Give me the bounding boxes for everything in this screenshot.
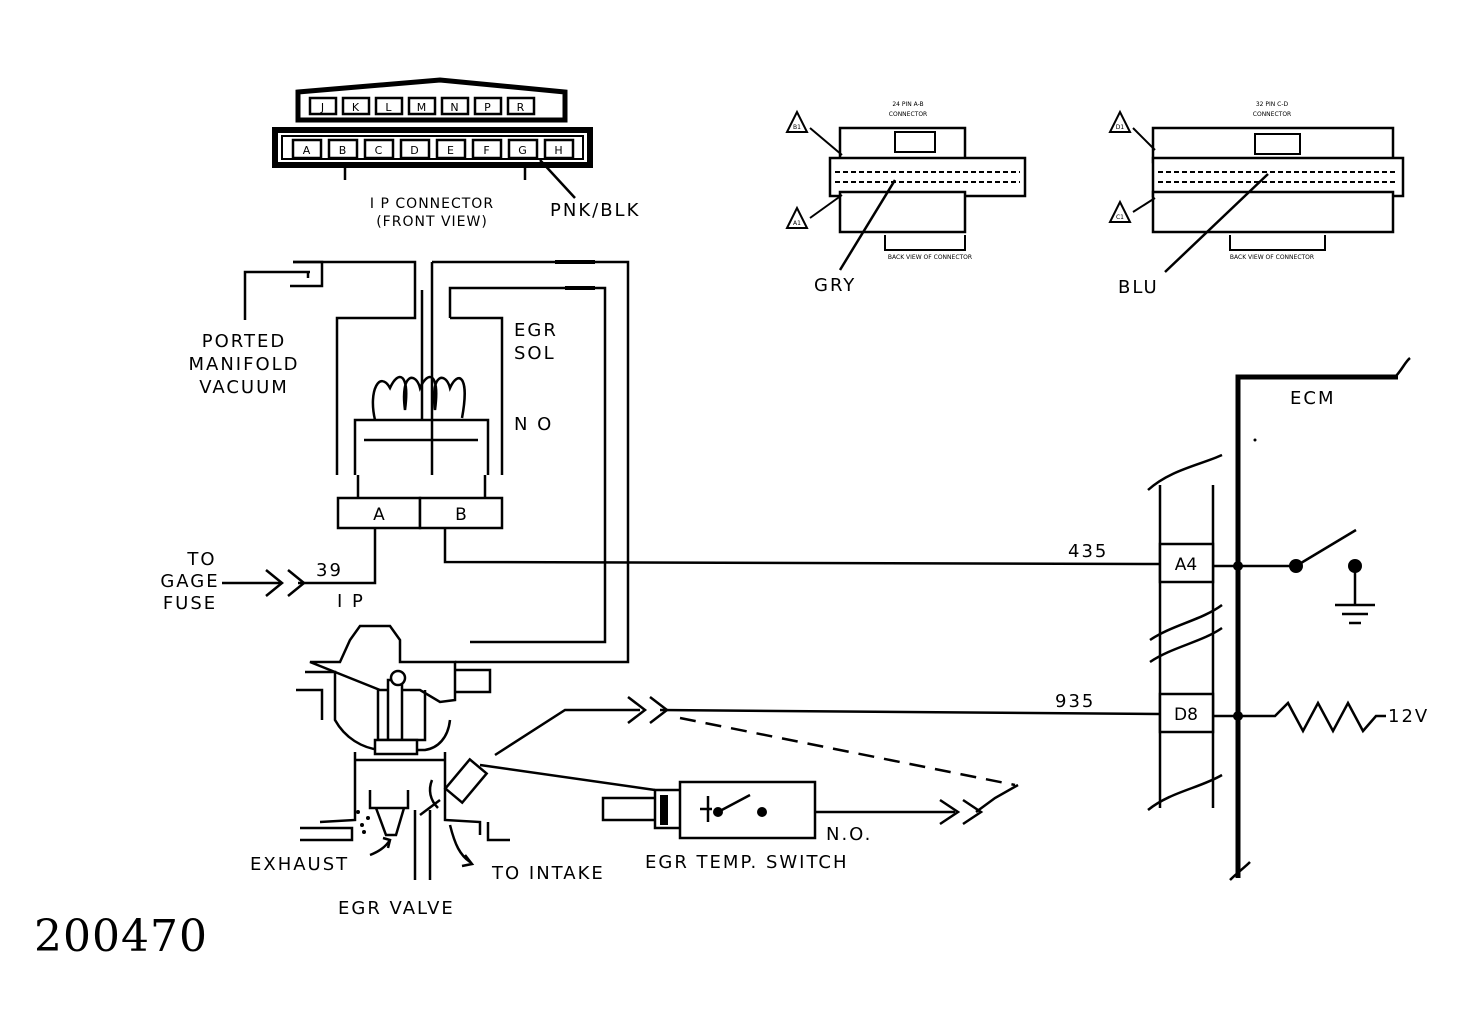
ecm-pin-a4: A4 [1175, 555, 1197, 575]
ab-corner-label: B1 [793, 124, 801, 131]
ip-pin-label: K [352, 101, 360, 114]
ecm: ECM A4 D8 12V [1147, 357, 1429, 881]
vacuum-source-label: PORTED [202, 331, 286, 352]
warning-triangle-icon [785, 109, 809, 133]
power-feed-label: TO [186, 549, 216, 570]
cd-corner-label: C1 [1116, 214, 1124, 221]
pnk-blk-leader [539, 159, 576, 199]
circuit-435-label: 435 [1068, 541, 1108, 562]
ip-connector-top-row: J K L M N P R [308, 96, 536, 116]
blu-leader [1164, 173, 1269, 273]
ip-connector-bottom-row: A B C D E F G H [291, 138, 575, 160]
ip-pin-label: B [339, 144, 348, 157]
cd-connector-header-sub: CONNECTOR [1253, 111, 1291, 118]
vacuum-source-label-3: VACUUM [199, 377, 289, 398]
ip-wire-color-label: PNK/BLK [550, 200, 640, 221]
circuit-935-label: 935 [1055, 691, 1095, 712]
power-feed-label-3: FUSE [163, 593, 217, 614]
solenoid-terminal-a: A [373, 505, 385, 525]
ecm-label: ECM [1290, 388, 1335, 409]
intake-label: TO INTAKE [491, 863, 605, 884]
ip-connector: J K L M N P R A B C D E F G H PNK/BL [272, 77, 640, 230]
power-feed-label-2: GAGE [160, 571, 219, 592]
figure-number: 200470 [34, 911, 208, 962]
vacuum-hoses [243, 260, 630, 664]
cd-corner-label: D1 [1116, 124, 1125, 131]
ip-pin-label: R [517, 101, 526, 114]
warning-triangle-icon [785, 205, 809, 229]
solenoid-label: EGR [514, 320, 558, 341]
ip-pin-label: P [484, 101, 492, 114]
power-feed: TO GAGE FUSE 39 I P [160, 528, 377, 614]
ip-pin-label: M [417, 101, 428, 114]
solenoid-terminal-b: B [455, 505, 467, 525]
ip-pin-label: G [518, 144, 528, 157]
ip-pin-label: H [554, 144, 563, 157]
ip-pin-label: C [375, 144, 384, 157]
vacuum-source-label-2: MANIFOLD [188, 354, 299, 375]
circuit-39-label: 39 [316, 560, 343, 581]
ip-connector-caption: I P CONNECTOR [370, 196, 494, 212]
solenoid-label-sub: SOL [514, 343, 556, 364]
gry-leader [838, 179, 897, 271]
ecm-supply-label: 12V [1388, 706, 1429, 727]
warning-triangle-icon [1108, 109, 1132, 133]
ip-pin-label: E [447, 144, 455, 157]
ip-pin-label: L [385, 101, 392, 114]
ecm-connector-cd: 32 PIN C-D CONNECTOR BACK VIEW OF CONNEC… [1108, 101, 1405, 298]
ecm-connector-ab: 24 PIN A-B CONNECTOR BACK VIEW OF CONNEC… [785, 101, 1027, 296]
warning-triangle-icon [1108, 199, 1132, 223]
ecm-pin-d8: D8 [1174, 705, 1198, 725]
egr-solenoid: A B EGR SOL N O [336, 290, 558, 530]
ip-pin-label: N [450, 101, 459, 114]
ip-connector-ref: I P [337, 591, 365, 612]
egr-temp-switch: N.O. EGR TEMP. SWITCH [601, 780, 1019, 873]
exhaust-label: EXHAUST [250, 854, 349, 875]
circuit-935: 935 [479, 691, 1161, 792]
ab-connector-footer: BACK VIEW OF CONNECTOR [888, 254, 972, 261]
temp-switch-label: EGR TEMP. SWITCH [645, 852, 849, 873]
temp-switch-state: N.O. [826, 824, 872, 845]
ip-connector-caption-sub: (FRONT VIEW) [376, 214, 488, 230]
vacuum-source: PORTED MANIFOLD VACUUM [188, 331, 299, 398]
ip-pin-label: J [320, 101, 325, 114]
cd-connector-header: 32 PIN C-D [1256, 101, 1289, 108]
ab-corner-label: A1 [793, 220, 801, 227]
cd-wire-color-label: BLU [1118, 277, 1159, 298]
egr-valve-label: EGR VALVE [338, 898, 455, 919]
cd-connector-footer: BACK VIEW OF CONNECTOR [1230, 254, 1314, 261]
solenoid-state-label: N O [514, 414, 553, 435]
ip-pin-label: A [303, 144, 312, 157]
circuit-435: 435 [443, 528, 1161, 566]
ab-connector-header: 24 PIN A-B [892, 101, 923, 108]
ip-pin-label: F [483, 144, 490, 157]
ab-connector-header-sub: CONNECTOR [889, 111, 927, 118]
ip-pin-label: D [410, 144, 419, 157]
egr-valve: EXHAUST TO INTAKE EGR VALVE [250, 624, 605, 919]
ab-wire-color-label: GRY [814, 275, 856, 296]
